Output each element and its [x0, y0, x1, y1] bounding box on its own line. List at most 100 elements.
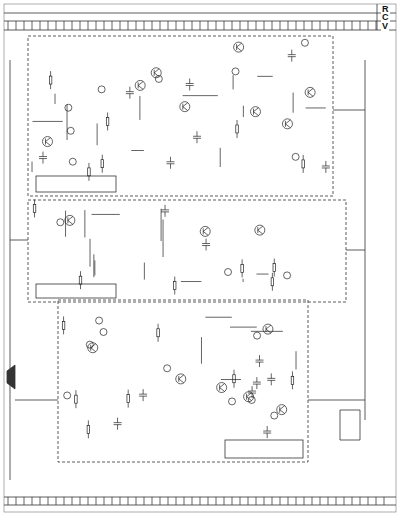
circuit-stroke	[274, 259, 275, 264]
circuit-stroke	[272, 286, 273, 291]
circuit-stroke	[200, 21, 201, 30]
circuit-stroke	[93, 254, 94, 277]
circuit-stroke	[292, 384, 293, 389]
circuit-stroke	[80, 271, 81, 276]
circuit-stroke	[240, 21, 241, 30]
circuit-stroke	[154, 69, 159, 73]
circuit-stroke	[320, 497, 321, 505]
circuit-stroke	[272, 21, 273, 30]
circuit-stroke	[220, 148, 221, 167]
circuit-stroke	[277, 405, 287, 415]
circuit-stroke	[49, 76, 52, 84]
circuit-stroke	[234, 42, 244, 52]
circuit-stroke	[258, 230, 263, 234]
circuit-stroke	[32, 162, 33, 172]
circuit-stroke	[189, 78, 190, 83]
circuit-stroke	[274, 272, 275, 277]
circuit-stroke	[280, 21, 281, 30]
circuit-stroke	[139, 96, 140, 120]
circuit-stroke	[344, 21, 345, 30]
circuit-stroke	[131, 150, 144, 151]
circuit-stroke	[263, 324, 273, 334]
circuit-stroke	[325, 161, 326, 166]
circuit-stroke	[165, 212, 166, 217]
circuit-stroke	[234, 383, 235, 388]
circuit-stroke	[168, 497, 169, 505]
circuit-stroke	[288, 497, 289, 505]
circuit-stroke	[63, 329, 64, 334]
circuit-stroke	[242, 272, 243, 277]
circuit-stroke	[138, 85, 143, 89]
circuit-stroke	[96, 497, 97, 505]
circuit-stroke	[8, 497, 9, 505]
circuit-stroke	[296, 21, 297, 30]
circuit-stroke	[56, 21, 57, 30]
circuit-stroke	[264, 497, 265, 505]
circuit-stroke	[259, 355, 260, 360]
circuit-stroke	[160, 21, 161, 30]
circuit-stroke	[165, 205, 166, 210]
circuit-stroke	[102, 155, 103, 160]
circuit-stroke	[50, 71, 51, 76]
circuit-stroke	[241, 264, 244, 272]
circuit-stroke	[285, 120, 290, 124]
circuit-stroke	[272, 273, 273, 278]
circuit-stroke	[376, 21, 377, 30]
circuit-stroke	[117, 425, 118, 430]
circuit-stroke	[292, 371, 293, 376]
circuit-stroke	[120, 497, 121, 505]
circuit-stroke	[304, 21, 305, 30]
circuit-stroke	[257, 76, 272, 77]
circuit-stroke	[336, 497, 337, 505]
circuit-stroke	[157, 329, 160, 337]
circuit-stroke	[196, 131, 197, 136]
circuit-stroke	[271, 412, 278, 419]
circuit-stroke	[80, 21, 81, 30]
circuit-stroke	[88, 163, 89, 168]
circuit-stroke	[225, 269, 232, 276]
circuit-stroke	[88, 168, 91, 176]
circuit-stroke	[129, 94, 130, 99]
circuit-stroke	[42, 159, 43, 164]
circuit-stroke	[220, 384, 225, 388]
circuit-stroke	[135, 80, 145, 90]
circuit-stroke	[24, 497, 25, 505]
circuit-stroke	[57, 219, 64, 226]
circuit-stroke	[284, 272, 291, 279]
circuit-stroke	[301, 39, 308, 46]
circuit-stroke	[100, 328, 107, 335]
circuit-stroke	[72, 21, 73, 30]
circuit-stroke	[42, 137, 52, 147]
circuit-stroke	[160, 497, 161, 505]
circuit-stroke	[256, 497, 257, 505]
circuit-stroke	[280, 497, 281, 505]
circuit-stroke	[161, 209, 162, 241]
grid-letter: V	[381, 22, 389, 31]
circuit-stroke	[232, 68, 239, 75]
grid-letter: C	[381, 13, 390, 22]
circuit-stroke	[48, 21, 49, 30]
circuit-stroke	[258, 226, 263, 230]
circuit-stroke	[144, 21, 145, 30]
circuit-stroke	[368, 497, 369, 505]
circuit-stroke	[34, 199, 35, 204]
circuit-stroke	[304, 497, 305, 505]
circuit-stroke	[256, 274, 268, 275]
circuit-stroke	[285, 124, 290, 128]
circuit-stroke	[256, 21, 257, 30]
circuit-stroke	[201, 337, 202, 364]
circuit-stroke	[224, 21, 225, 30]
circuit-stroke	[192, 21, 193, 30]
circuit-stroke	[90, 239, 91, 267]
circuit-stroke	[168, 21, 169, 30]
circuit-stroke	[243, 106, 244, 117]
circuit-stroke	[104, 497, 105, 505]
circuit-stroke	[256, 377, 257, 382]
circuit-stroke	[80, 284, 81, 289]
circuit-stroke	[220, 388, 225, 392]
circuit-stroke	[65, 215, 75, 225]
circuit-stroke	[200, 226, 210, 236]
circuit-stroke	[117, 418, 118, 423]
circuit-stroke	[206, 246, 207, 251]
